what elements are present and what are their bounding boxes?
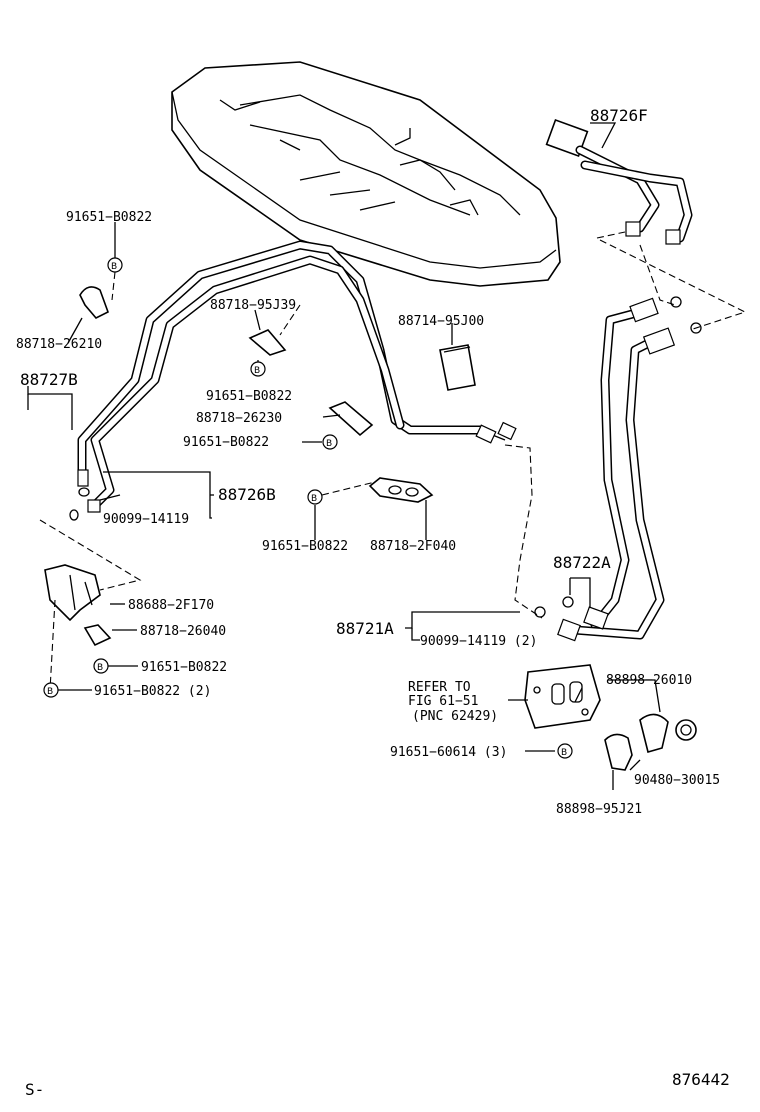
label-91651-B0822-mid: 91651−B0822: [206, 389, 292, 404]
label-91651-B0822-clip: 91651−B0822: [183, 435, 269, 450]
label-91651-B0822-lower: 91651−B0822: [262, 539, 348, 554]
label-88726B: 88726B: [218, 485, 276, 504]
label-88718-2F040: 88718−2F040: [370, 539, 456, 554]
label-88718-26230: 88718−26230: [196, 411, 282, 426]
bolt-marker-label: B: [111, 262, 117, 272]
label-91651-B0822-bracket: 91651−B0822: [141, 660, 227, 675]
label-88718-95J39: 88718−95J39: [210, 298, 296, 313]
label-88721A: 88721A: [336, 619, 394, 638]
refer-text-line1: REFER TO: [408, 680, 471, 695]
tank-body-drawing: [171, 61, 561, 287]
label-90099-14119-right: 90099−14119 (2): [420, 634, 537, 649]
label-88688-2F170: 88688−2F170: [128, 598, 214, 613]
label-88714-95J00: 88714−95J00: [398, 314, 484, 329]
bolt-marker-label: B: [561, 748, 567, 758]
part-labels: 88726F 91651−B0822 88718−26210 88727B 88…: [16, 106, 720, 817]
bolt-marker-label: B: [97, 663, 103, 673]
label-88718-26210: 88718−26210: [16, 337, 102, 352]
bolt-marker-label: B: [47, 687, 53, 697]
label-88898-95J21: 88898−95J21: [556, 802, 642, 817]
label-88727B: 88727B: [20, 370, 78, 389]
footer-left-code: S-: [25, 1080, 44, 1099]
bolt-marker-label: B: [311, 494, 317, 504]
pipes-88721A-drawing: [504, 297, 676, 642]
refer-text-line3: (PNC 62429): [412, 709, 498, 724]
label-88722A: 88722A: [553, 553, 611, 572]
bolt-marker-label: B: [254, 366, 260, 376]
pipe-88726F-drawing: [545, 118, 747, 334]
label-91651-B0822-top: 91651−B0822: [66, 210, 152, 225]
small-parts-drawing: [39, 286, 697, 771]
label-88726F: 88726F: [590, 106, 648, 125]
bolt-markers: B B B B B B B: [43, 257, 573, 759]
pipes-88726B-drawing: [69, 240, 517, 521]
label-88718-26040: 88718−26040: [140, 624, 226, 639]
leader-lines: [27, 122, 661, 790]
refer-text-line2: FIG 61−51: [408, 694, 478, 709]
label-90480-30015: 90480−30015: [634, 773, 720, 788]
bolt-marker-label: B: [326, 439, 332, 449]
label-91651-60614: 91651−60614 (3): [390, 745, 507, 760]
label-91651-B0822-2: 91651−B0822 (2): [94, 684, 211, 699]
label-88898-26010: 88898−26010: [606, 673, 692, 688]
footer-figure-number: 876442: [672, 1070, 730, 1089]
label-90099-14119-left: 90099−14119: [103, 512, 189, 527]
